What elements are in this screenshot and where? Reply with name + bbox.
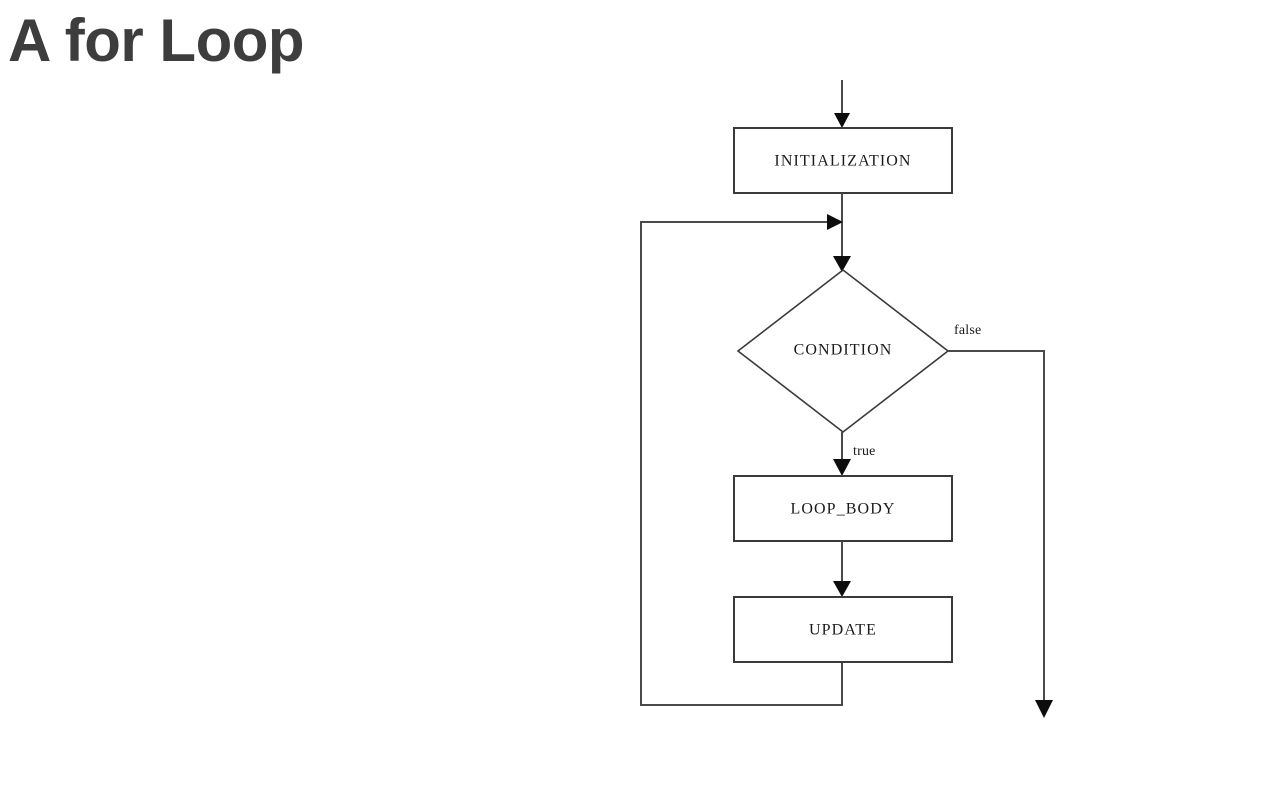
edge-condition-false xyxy=(948,350,1053,718)
condition-label: CONDITION xyxy=(794,342,893,359)
node-condition[interactable]: CONDITION xyxy=(736,268,950,434)
arrowhead-into-condition xyxy=(833,256,851,272)
node-update[interactable]: UPDATE xyxy=(733,596,953,663)
node-initialization[interactable]: INITIALIZATION xyxy=(733,127,953,194)
loop-body-box[interactable] xyxy=(733,475,953,542)
arrowhead-into-initialization xyxy=(834,113,850,128)
initialization-label: INITIALIZATION xyxy=(774,153,911,170)
arrowhead-loopback-into-condition-line xyxy=(827,214,843,230)
loopback-path xyxy=(640,221,843,706)
page-title: A for Loop xyxy=(8,7,305,74)
initialization-box[interactable] xyxy=(733,127,953,194)
arrowhead-false-exit xyxy=(1035,700,1053,718)
edge-update-to-condition-loopback xyxy=(640,214,843,706)
edge-initialization-to-condition xyxy=(833,193,851,272)
edge-start-to-initialization xyxy=(834,80,850,128)
node-loop-body[interactable]: LOOP_BODY xyxy=(733,475,953,542)
edge-label-false: false xyxy=(954,323,981,338)
false-branch-path xyxy=(948,350,1045,705)
arrowhead-into-loop-body xyxy=(833,459,851,476)
loop-body-label: LOOP_BODY xyxy=(790,501,895,518)
edge-loop-body-to-update xyxy=(833,541,851,597)
edge-condition-true xyxy=(833,432,851,476)
edge-label-true: true xyxy=(853,444,876,459)
update-label: UPDATE xyxy=(809,622,877,639)
arrowhead-into-update xyxy=(833,581,851,597)
update-box[interactable] xyxy=(733,596,953,663)
